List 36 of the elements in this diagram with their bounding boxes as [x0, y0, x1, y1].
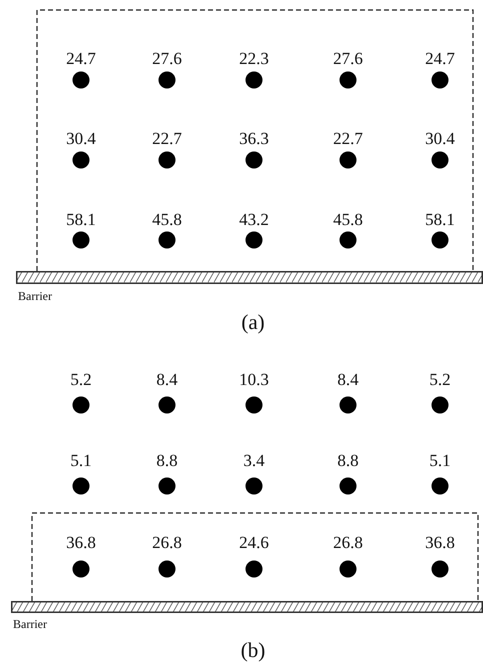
- value-label: 30.4: [66, 130, 96, 147]
- value-label: 45.8: [333, 211, 363, 228]
- value-label: 8.4: [337, 371, 359, 388]
- value-label: 5.1: [70, 452, 92, 469]
- barrier-label: Barrier: [13, 618, 47, 630]
- value-label: 58.1: [425, 211, 455, 228]
- value-label: 36.8: [66, 534, 96, 551]
- value-label: 24.6: [239, 534, 269, 551]
- value-label: 24.7: [66, 50, 96, 67]
- panel-caption: (b): [240, 640, 266, 661]
- value-label: 27.6: [152, 50, 182, 67]
- value-label: 43.2: [239, 211, 269, 228]
- value-label: 5.2: [429, 371, 451, 388]
- barrier-label: Barrier: [18, 290, 52, 302]
- value-label: 22.3: [239, 50, 269, 67]
- value-label: 36.8: [425, 534, 455, 551]
- value-label: 27.6: [333, 50, 363, 67]
- value-label: 22.7: [152, 130, 182, 147]
- value-label: 45.8: [152, 211, 182, 228]
- value-label: 30.4: [425, 130, 455, 147]
- value-label: 8.8: [156, 452, 178, 469]
- value-label: 5.2: [70, 371, 92, 388]
- value-label: 10.3: [239, 371, 269, 388]
- panel-caption: (a): [241, 312, 265, 333]
- value-label: 3.4: [243, 452, 265, 469]
- value-label: 8.8: [337, 452, 359, 469]
- value-label: 8.4: [156, 371, 178, 388]
- value-label: 26.8: [333, 534, 363, 551]
- value-label: 26.8: [152, 534, 182, 551]
- value-label: 5.1: [429, 452, 451, 469]
- value-label: 24.7: [425, 50, 455, 67]
- value-label: 36.3: [239, 130, 269, 147]
- value-label: 22.7: [333, 130, 363, 147]
- dashed-region: [31, 512, 479, 601]
- value-label: 58.1: [66, 211, 96, 228]
- dashed-region: [36, 9, 474, 271]
